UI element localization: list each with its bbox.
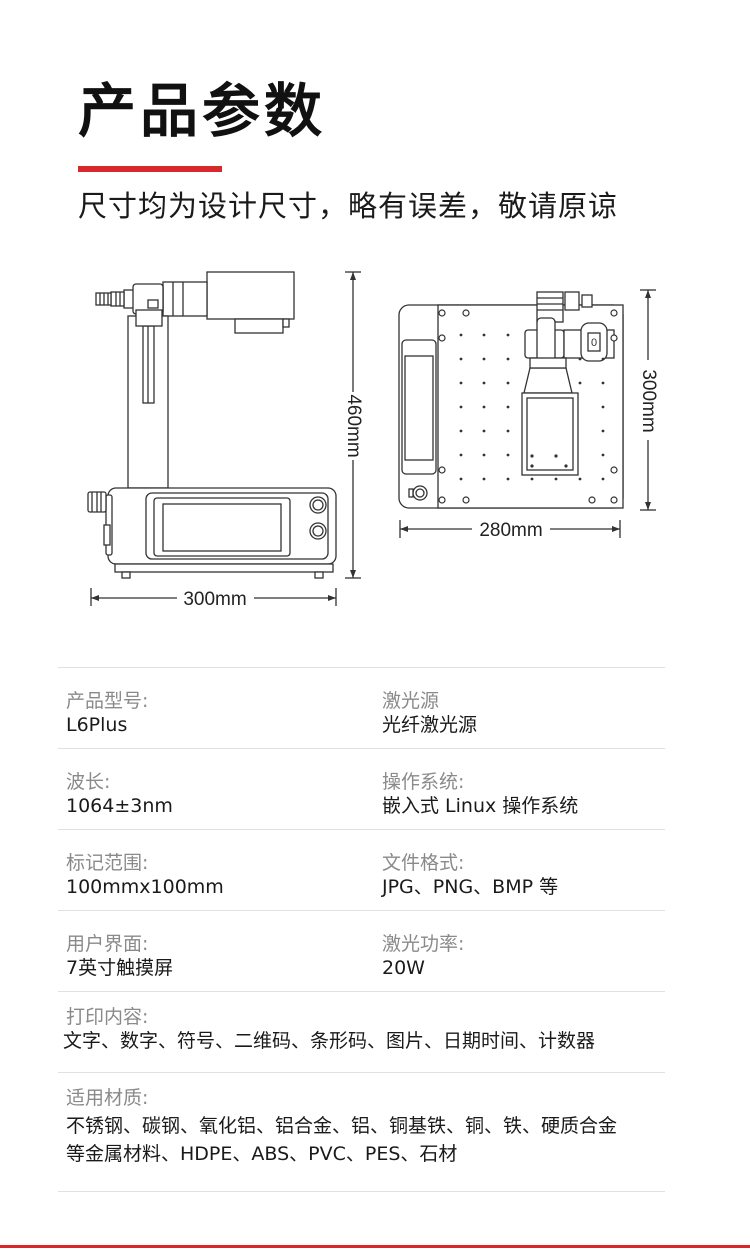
spec-value: 100mmx100mm bbox=[66, 875, 224, 898]
spec-cell-content: 打印内容: 文字、数字、符号、二维码、条形码、图片、日期时间、计数器 bbox=[58, 992, 665, 1072]
top-view-hole-grid bbox=[459, 333, 605, 481]
spec-label: 标记范围: bbox=[66, 852, 149, 874]
bottom-accent-line bbox=[0, 1245, 750, 1248]
side-dimension-arrows bbox=[91, 272, 356, 601]
spec-row: 打印内容: 文字、数字、符号、二维码、条形码、图片、日期时间、计数器 bbox=[58, 991, 665, 1072]
spec-label: 适用材质: bbox=[66, 1087, 149, 1109]
side-view bbox=[87, 271, 337, 579]
spec-cell-format: 文件格式: JPG、PNG、BMP 等 bbox=[382, 830, 665, 910]
title-accent-bar bbox=[78, 166, 222, 172]
dimension-label-side-width: 300mm bbox=[183, 589, 246, 610]
top-view-knob-label: 0 bbox=[591, 337, 597, 349]
spec-cell-power: 激光功率: 20W bbox=[382, 911, 665, 991]
spec-value-line: 不锈钢、碳钢、氧化铝、铝合金、铝、铜基铁、铜、铁、硬质合金 bbox=[66, 1114, 618, 1137]
spec-cell-ui: 用户界面: 7英寸触摸屏 bbox=[58, 911, 382, 991]
top-view bbox=[398, 291, 624, 509]
spec-cell-area: 标记范围: 100mmx100mm bbox=[58, 830, 382, 910]
dimension-label-depth: 300mm bbox=[638, 369, 659, 432]
spec-cell-material: 适用材质: 不锈钢、碳钢、氧化铝、铝合金、铝、铜基铁、铜、铁、硬质合金 等金属材… bbox=[58, 1073, 665, 1191]
spec-row: 标记范围: 100mmx100mm 文件格式: JPG、PNG、BMP 等 bbox=[58, 829, 665, 910]
spec-row: 适用材质: 不锈钢、碳钢、氧化铝、铝合金、铝、铜基铁、铜、铁、硬质合金 等金属材… bbox=[58, 1072, 665, 1192]
spec-label: 波长: bbox=[66, 771, 111, 793]
spec-row: 波长: 1064±3nm 操作系统: 嵌入式 Linux 操作系统 bbox=[58, 748, 665, 829]
spec-value: 20W bbox=[382, 956, 425, 979]
dimension-label-top-width: 280mm bbox=[479, 520, 542, 541]
spec-row: 用户界面: 7英寸触摸屏 激光功率: 20W bbox=[58, 910, 665, 991]
spec-row: 产品型号: L6Plus 激光源 光纤激光源 bbox=[58, 667, 665, 748]
spec-value: 1064±3nm bbox=[66, 794, 173, 817]
top-dimension-arrows bbox=[400, 290, 651, 532]
side-dimension-lines bbox=[90, 271, 361, 606]
dimension-label-height: 460mm bbox=[343, 394, 364, 457]
spec-label: 用户界面: bbox=[66, 933, 149, 955]
spec-value: 文字、数字、符号、二维码、条形码、图片、日期时间、计数器 bbox=[63, 1029, 596, 1052]
page-title: 产品参数 bbox=[78, 77, 327, 145]
top-view-corner-screws bbox=[438, 309, 618, 504]
spec-label: 文件格式: bbox=[382, 852, 465, 874]
spec-value-line: 等金属材料、HDPE、ABS、PVC、PES、石材 bbox=[66, 1143, 458, 1166]
spec-label: 产品型号: bbox=[66, 690, 149, 712]
spec-label: 打印内容: bbox=[66, 1006, 149, 1028]
spec-value: 7英寸触摸屏 bbox=[66, 956, 174, 979]
spec-cell-wavelength: 波长: 1064±3nm bbox=[58, 749, 382, 829]
spec-label: 激光功率: bbox=[382, 933, 465, 955]
spec-value: JPG、PNG、BMP 等 bbox=[382, 875, 559, 898]
spec-value: 光纤激光源 bbox=[382, 713, 478, 736]
spec-cell-os: 操作系统: 嵌入式 Linux 操作系统 bbox=[382, 749, 665, 829]
spec-label: 激光源 bbox=[382, 690, 440, 712]
spec-value: 嵌入式 Linux 操作系统 bbox=[382, 794, 579, 817]
spec-cell-source: 激光源 光纤激光源 bbox=[382, 668, 665, 748]
spec-value: L6Plus bbox=[66, 713, 128, 736]
dimension-drawing: 460mm 300mm 0 bbox=[87, 271, 659, 610]
spec-label: 操作系统: bbox=[382, 771, 465, 793]
spec-table: 产品型号: L6Plus 激光源 光纤激光源 波长: 1064±3nm 操作系统… bbox=[58, 667, 665, 1192]
page-subtitle: 尺寸均为设计尺寸，略有误差，敬请原谅 bbox=[78, 189, 619, 223]
spec-cell-model: 产品型号: L6Plus bbox=[58, 668, 382, 748]
